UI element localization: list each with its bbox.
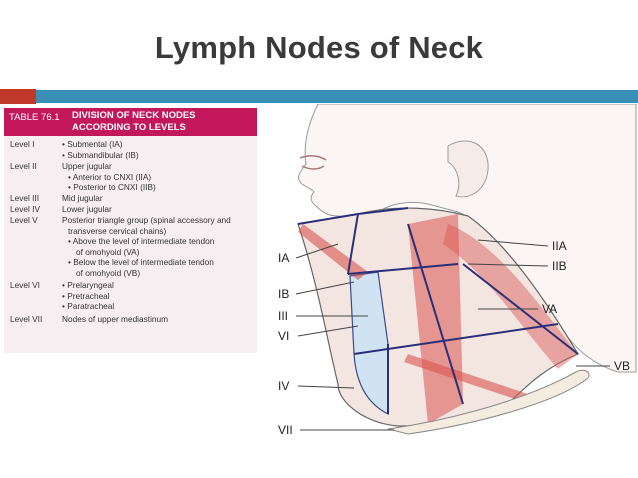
label-ia: IA [278, 251, 289, 265]
description-line: transverse cervical chains) [68, 225, 167, 236]
description-line: • Posterior to CNXI (IIB) [68, 182, 156, 193]
label-iii: III [278, 309, 288, 323]
description-line: • Submental (IA) [62, 139, 123, 149]
slide-title: Lymph Nodes of Neck [154, 30, 484, 65]
clavicle-outline [387, 369, 590, 435]
description-line: • Submandibular (IB) [62, 149, 139, 160]
accent-bar-red [0, 89, 36, 104]
description-line: • Above the level of intermediate tendon [68, 236, 215, 247]
level-description: Lower jugular [62, 204, 254, 215]
description-line: Upper jugular [62, 161, 112, 171]
description-line: of omohyoid (VB) [76, 267, 141, 278]
levels-table: TABLE 76.1 DIVISION OF NECK NODES ACCORD… [4, 108, 257, 353]
level-description: Nodes of upper mediastinum [62, 314, 254, 325]
table-heading: DIVISION OF NECK NODES ACCORDING TO LEVE… [72, 110, 196, 133]
leader-lines [295, 239, 610, 431]
description-line: of omohyoid (VA) [76, 246, 140, 257]
muscle-omohyoid [404, 354, 528, 402]
level-label: Level III [10, 193, 40, 203]
label-va: VA [542, 302, 557, 316]
description-line: • Below the level of intermediate tendon [68, 257, 214, 268]
muscle-trapezius [443, 224, 578, 369]
table-heading-line2: ACCORDING TO LEVELS [72, 121, 186, 133]
muscle-digastric [298, 224, 368, 280]
label-iib: IIB [552, 259, 567, 273]
table-number: TABLE 76.1 [9, 112, 60, 123]
level-label: Level II [10, 161, 37, 171]
lips-outline [299, 155, 327, 170]
description-line: • Paratracheal [62, 301, 115, 312]
ear-outline [447, 140, 489, 198]
description-line: Posterior triangle group (spinal accesso… [62, 215, 231, 225]
level-label: Level VI [10, 280, 40, 290]
description-line: Nodes of upper mediastinum [62, 314, 169, 324]
neck-levels-diagram: IA IB III VI IV VII IIA IIB VA VB [278, 104, 637, 437]
description-line: • Anterior to CNXI (IIA) [68, 171, 152, 182]
level-label: Level V [10, 215, 38, 225]
level-label: Level I [10, 139, 35, 149]
label-vb: VB [614, 359, 630, 373]
label-vii: VII [278, 423, 293, 437]
label-ib: IB [278, 287, 289, 301]
level-description: Mid jugular [62, 193, 254, 204]
description-line: Lower jugular [62, 204, 112, 214]
level-boundaries [297, 207, 579, 414]
level-description: • Prelaryngeal • Pretracheal • Paratrach… [62, 280, 254, 312]
level-label: Level VII [10, 314, 43, 324]
table-heading-line1: DIVISION OF NECK NODES [72, 110, 196, 121]
description-line: Mid jugular [62, 193, 103, 203]
level-description: • Submental (IA) • Submandibular (IB) [62, 139, 254, 160]
level-description: Posterior triangle group (spinal accesso… [62, 215, 254, 279]
description-line: • Prelaryngeal [62, 280, 114, 290]
label-vi: VI [278, 329, 289, 343]
level-label: Level IV [10, 204, 40, 214]
table-header: TABLE 76.1 DIVISION OF NECK NODES ACCORD… [4, 108, 257, 136]
level-description: Upper jugular • Anterior to CNXI (IIA) •… [62, 161, 254, 193]
description-line: • Pretracheal [62, 290, 110, 301]
accent-bar-blue [36, 90, 638, 103]
label-iia: IIA [552, 239, 567, 253]
label-iv: IV [278, 379, 289, 393]
